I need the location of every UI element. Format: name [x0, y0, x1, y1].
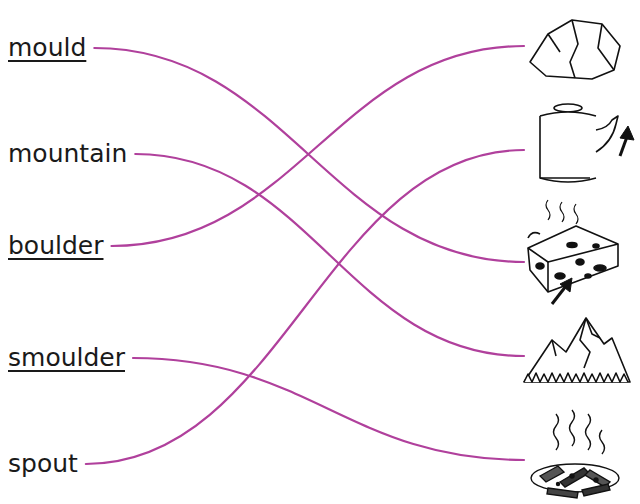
cheese-picture — [528, 200, 618, 292]
matching-line — [135, 154, 524, 356]
word-label: spout — [8, 449, 78, 479]
word-label: boulder — [8, 231, 103, 261]
arrow-symbol — [552, 278, 572, 304]
matching-line — [133, 358, 524, 460]
arrow-symbol — [620, 126, 634, 156]
word-label: mountain — [8, 139, 127, 169]
mountain-picture — [524, 318, 630, 382]
matching-line — [111, 46, 524, 246]
word-label: mould — [8, 33, 86, 63]
teapot-picture — [540, 104, 618, 182]
fire-picture — [531, 410, 619, 498]
word-label: smoulder — [8, 343, 125, 373]
matching-line — [86, 150, 524, 464]
boulder-picture — [530, 20, 620, 79]
